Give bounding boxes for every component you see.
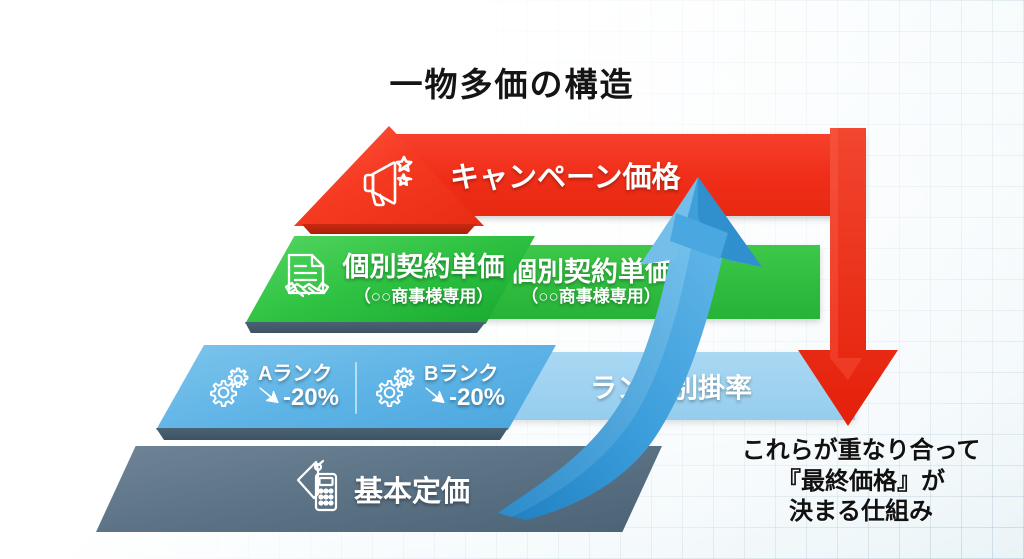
caption-text: これらが重なり合って 『最終価格』が 決まる仕組み <box>706 436 1016 528</box>
caption-line-1: これらが重なり合って <box>741 437 981 464</box>
contract-handshake-icon <box>282 251 332 310</box>
level-contract-text: 個別契約単価 （○○商事様専用） <box>343 253 505 306</box>
gears-icon <box>373 363 417 412</box>
rank-item-b: Bランク -20% <box>357 363 521 412</box>
level-base-label: 基本定価 <box>353 476 470 508</box>
rank-b-name: Bランク <box>424 362 499 385</box>
rank-a-value: -20% <box>258 385 339 411</box>
pyramid-level-campaign <box>294 126 484 234</box>
rank-b-value: -20% <box>424 385 505 411</box>
level-contract-main: 個別契約単価 <box>342 252 505 283</box>
band-campaign: キャンペーン価格 <box>395 134 865 216</box>
page-title: 一物多価の構造 <box>389 66 635 103</box>
rank-a-text: Aランク -20% <box>257 362 339 412</box>
rank-divider <box>355 361 357 414</box>
megaphone-icon <box>359 155 419 212</box>
level-contract-base-shadow <box>245 322 486 333</box>
pyramid-level-rank: Aランク -20% <box>156 345 556 440</box>
band-rank-label: ランク別掛率 <box>590 373 752 404</box>
rank-a-discount: -20% <box>282 384 339 412</box>
caption-line-3: 決まる仕組み <box>789 498 933 526</box>
level-campaign-base-shadow <box>301 224 477 234</box>
rank-item-a: Aランク -20% <box>191 363 355 412</box>
rank-b-discount: -20% <box>449 384 506 412</box>
price-tag-calculator-icon <box>288 458 342 521</box>
level-contract-sub: （○○商事様専用） <box>353 286 494 306</box>
down-right-arrow-icon <box>424 385 446 411</box>
rank-b-text: Bランク -20% <box>424 362 505 412</box>
pyramid-level-contract: 個別契約単価 （○○商事様専用） <box>245 236 535 333</box>
down-right-arrow-icon <box>258 385 280 411</box>
level-contract-face <box>245 236 535 324</box>
gears-icon <box>207 363 251 412</box>
pyramid-level-base: 基本定価 <box>96 446 662 532</box>
level-rank-base-shadow <box>156 428 508 440</box>
rank-a-name: Aランク <box>257 362 333 385</box>
band-campaign-label: キャンペーン価格 <box>450 162 681 194</box>
caption-line-2: 『最終価格』が <box>777 467 945 495</box>
